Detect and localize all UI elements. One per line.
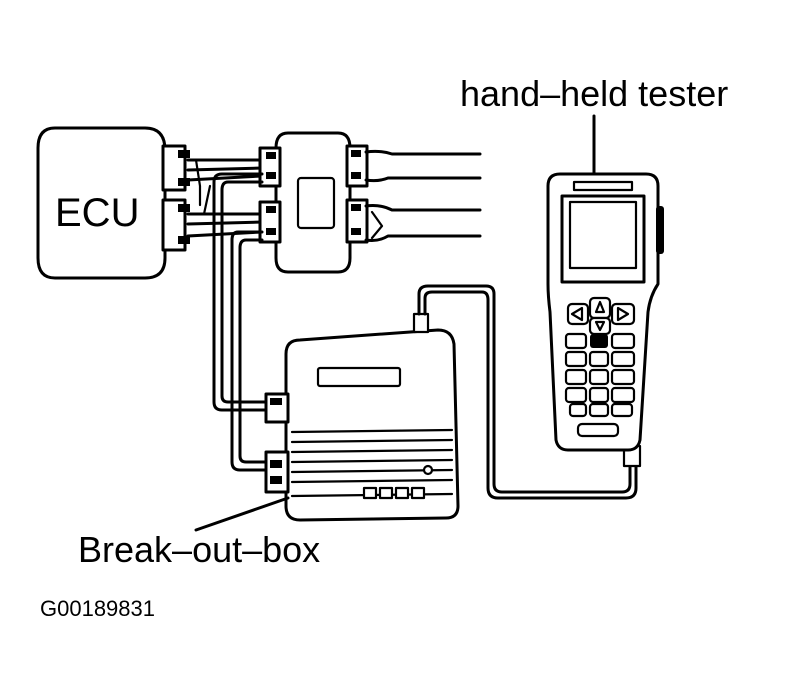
figure-code: G00189831 <box>40 596 155 621</box>
breakout-box <box>264 312 460 522</box>
harness-adapter <box>258 131 369 274</box>
vehicle-harness <box>364 149 482 242</box>
breakout-cables <box>212 172 270 472</box>
tester-arrow-keys <box>566 296 636 336</box>
breakout-label: Break–out–box <box>78 529 320 570</box>
ecu-harness <box>186 158 264 238</box>
ecu-unit: ECU <box>36 126 190 280</box>
tester-keypad <box>564 332 636 418</box>
tester-label: hand–held tester <box>460 73 728 114</box>
ecu-label: ECU <box>55 191 139 235</box>
hand-held-tester <box>546 172 664 452</box>
breakout-leader-line <box>194 496 290 532</box>
